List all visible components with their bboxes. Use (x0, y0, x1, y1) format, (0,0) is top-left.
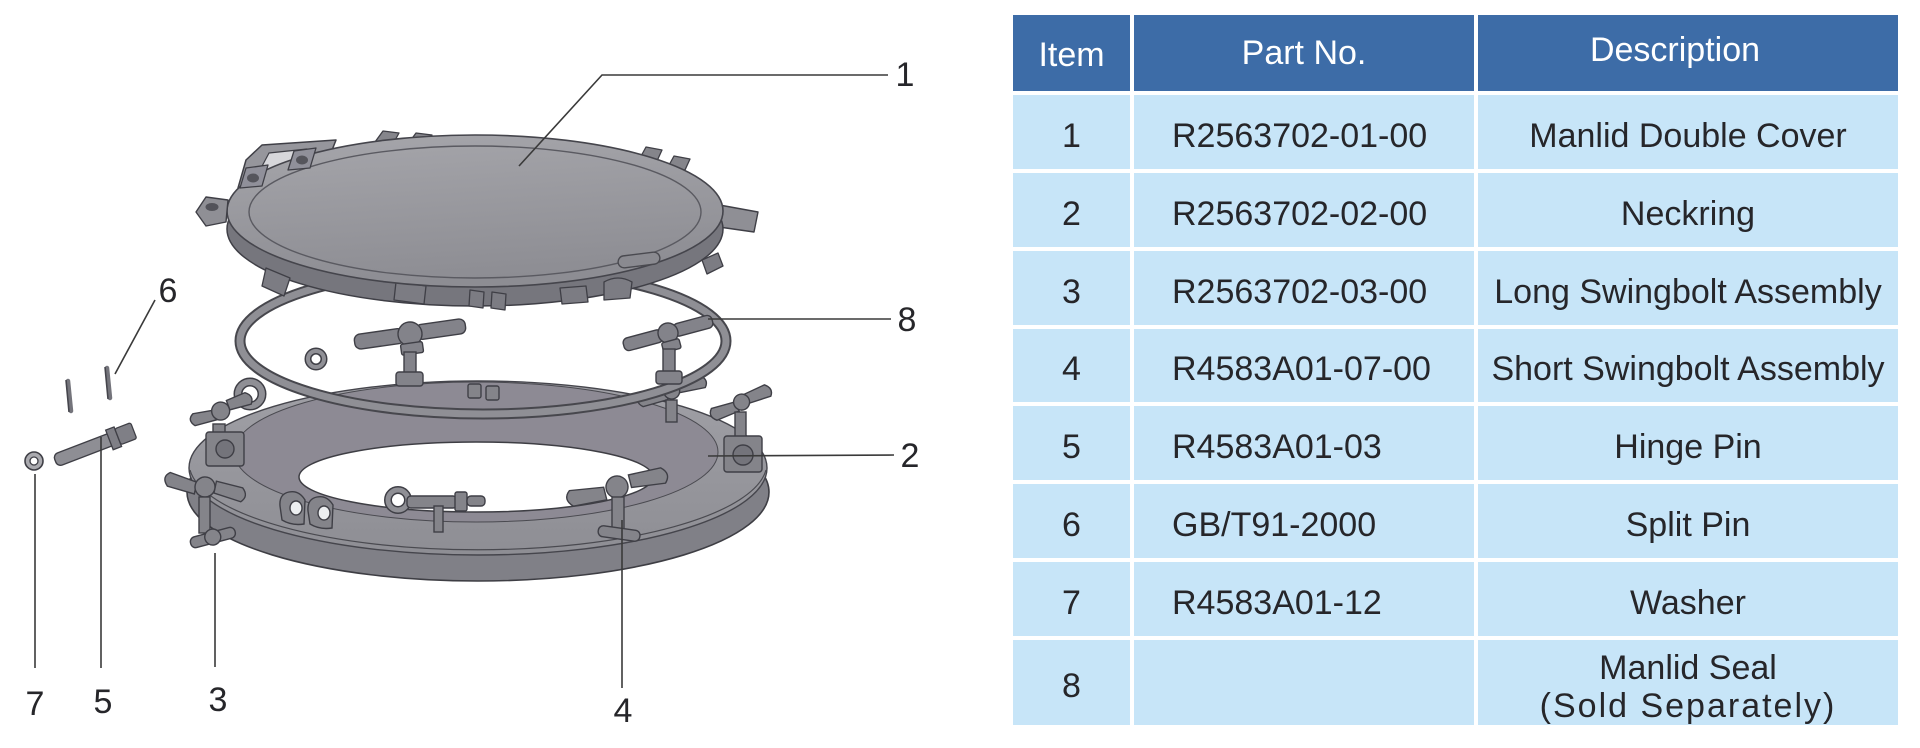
svg-text:5: 5 (94, 683, 113, 721)
svg-text:6: 6 (159, 272, 178, 310)
svg-text:1: 1 (896, 56, 915, 94)
svg-text:4: 4 (614, 692, 633, 730)
svg-text:2: 2 (901, 437, 920, 475)
svg-text:7: 7 (26, 685, 45, 723)
svg-text:3: 3 (209, 681, 228, 719)
svg-text:8: 8 (898, 301, 917, 339)
